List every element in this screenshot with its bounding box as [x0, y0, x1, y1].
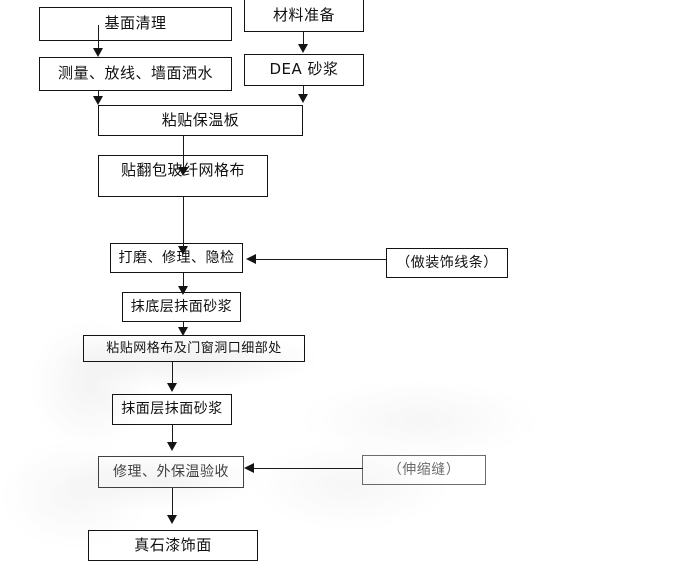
node-real-stone-paint-finish[interactable]: 真石漆饰面	[88, 530, 258, 561]
edge-grinding-to-base-plaster	[183, 273, 184, 291]
edge-acceptance-to-stone-paint	[172, 488, 173, 520]
edge-dea-to-paste-board	[303, 86, 304, 96]
node-grinding-repair-inspection[interactable]: 打磨、修理、隐检	[110, 243, 243, 273]
arrow-head-down	[178, 167, 188, 176]
scan-smudge	[250, 440, 450, 530]
node-base-cleaning[interactable]: 基面清理	[39, 7, 232, 41]
arrow-head-down	[93, 48, 103, 57]
node-expansion-joint[interactable]: （伸缩缝）	[362, 455, 486, 485]
edge-decorative-molding-to-grinding	[255, 259, 386, 260]
edge-paste-board-to-wrap-mesh	[183, 136, 184, 170]
edge-expansion-joint-to-acceptance	[253, 468, 363, 469]
node-label: 材料准备	[272, 5, 335, 24]
edge-wrap-mesh-to-grinding	[183, 197, 184, 249]
node-label: DEA 砂浆	[269, 60, 339, 79]
arrow-head-down	[167, 383, 177, 392]
arrow-head-down	[298, 44, 308, 53]
node-paste-insulation-board[interactable]: 粘贴保温板	[98, 105, 303, 136]
node-paste-mesh-openings-detail[interactable]: 粘贴网格布及门窗洞口细部处	[83, 335, 305, 362]
node-repair-insulation-acceptance[interactable]: 修理、外保温验收	[98, 456, 244, 488]
node-label: 打磨、修理、隐检	[118, 249, 235, 266]
node-label: 修理、外保温验收	[113, 463, 229, 480]
arrow-head-down	[298, 94, 308, 103]
node-finish-plaster-mortar[interactable]: 抹面层抹面砂浆	[112, 394, 232, 425]
node-label: 粘贴网格布及门窗洞口细部处	[106, 340, 282, 356]
arrow-head-down	[178, 327, 188, 336]
arrow-head-down	[178, 246, 188, 255]
node-label: 粘贴保温板	[161, 110, 240, 129]
node-label: （伸缩缝）	[387, 461, 461, 478]
node-label: 测量、放线、墙面洒水	[57, 64, 213, 83]
node-survey-layout-wetting[interactable]: 测量、放线、墙面洒水	[39, 57, 232, 91]
node-base-plaster-mortar[interactable]: 抹底层抹面砂浆	[122, 292, 241, 322]
edge-finish-plaster-to-acceptance	[172, 425, 173, 447]
arrow-head-down	[167, 442, 177, 451]
node-material-prep[interactable]: 材料准备	[244, 0, 364, 32]
node-label: 抹面层抹面砂浆	[121, 401, 223, 418]
node-dea-mortar[interactable]: DEA 砂浆	[244, 54, 364, 86]
arrow-head-down	[93, 96, 103, 105]
node-label: 真石漆饰面	[134, 535, 212, 554]
node-decorative-molding[interactable]: （做装饰线条）	[386, 248, 508, 278]
edge-survey-to-paste-board	[98, 91, 99, 99]
edge-paste-mesh-to-finish-plaster	[172, 362, 173, 390]
node-label: 基面清理	[104, 14, 167, 33]
arrow-head-down	[167, 515, 177, 524]
node-label: 抹底层抹面砂浆	[130, 298, 233, 315]
arrow-head-down	[178, 286, 188, 295]
scan-smudge	[300, 380, 540, 460]
arrow-head-left	[246, 254, 256, 264]
arrow-head-left	[244, 463, 254, 473]
edge-material-prep-to-dea	[303, 32, 304, 46]
edge-base-cleaning-to-survey	[98, 25, 99, 50]
node-label: （做装饰线条）	[396, 254, 498, 271]
